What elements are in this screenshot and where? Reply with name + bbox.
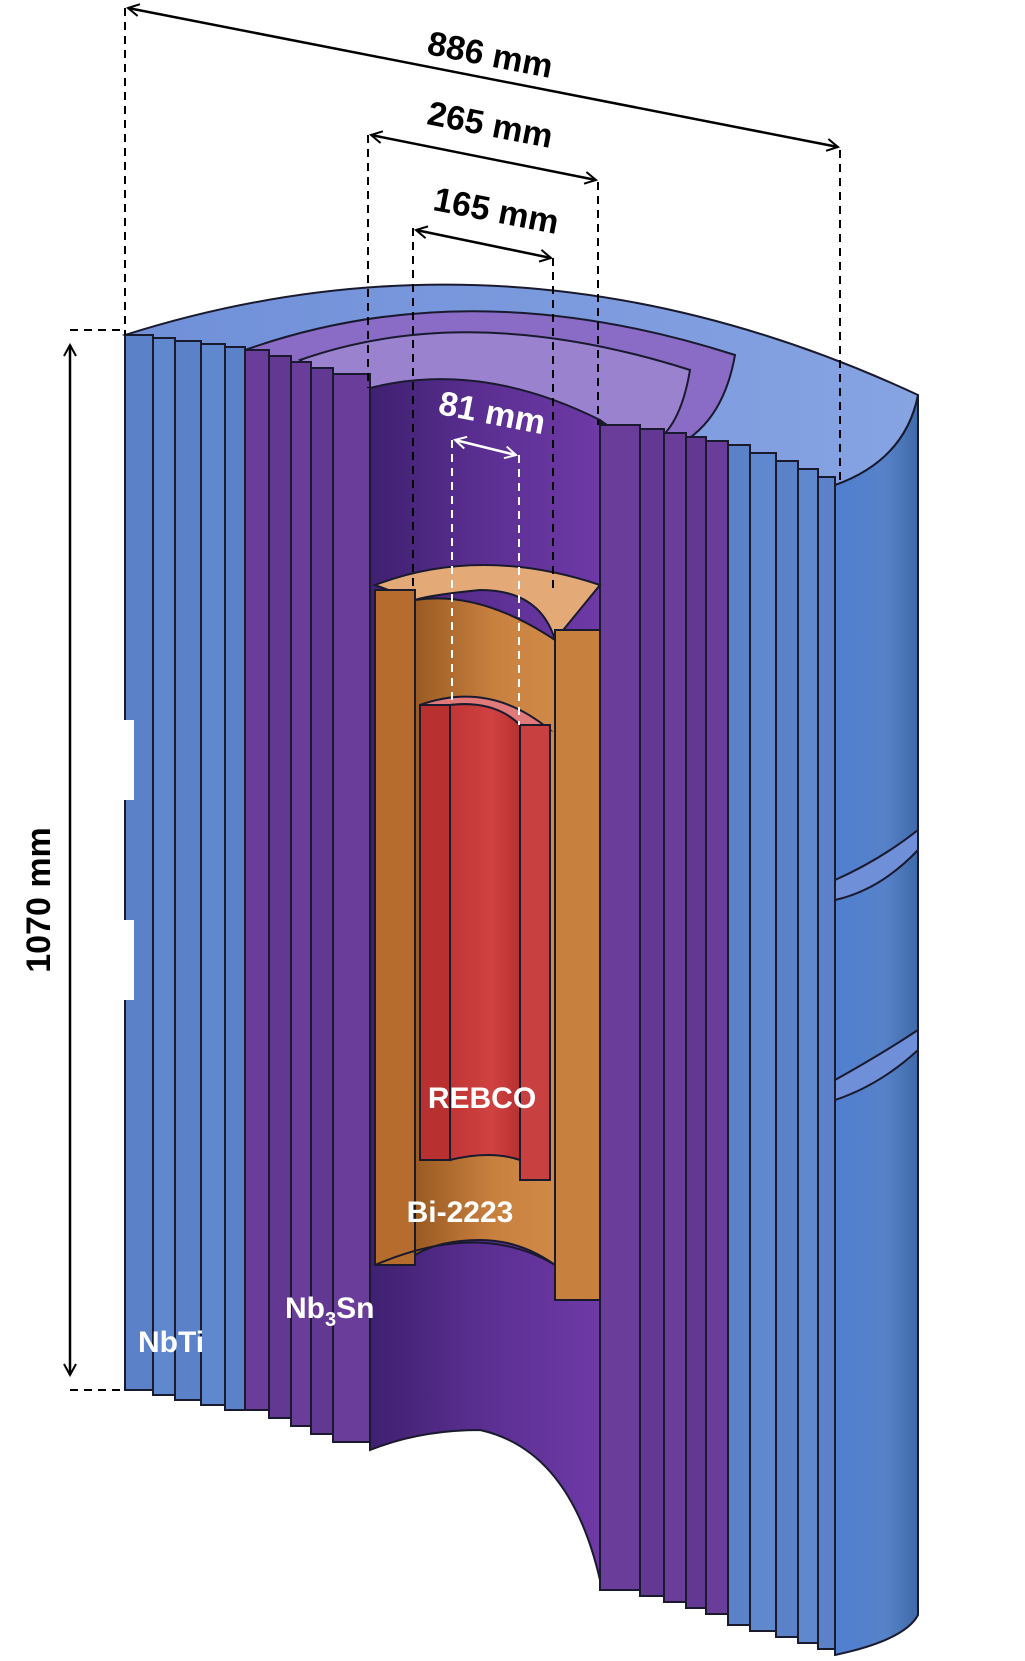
nb3sn-left-strip (310, 367, 334, 1435)
nb3sn-left-strip (268, 355, 292, 1419)
nb3sn-right-layers (599, 424, 729, 1615)
nb3sn-right-strip (685, 436, 707, 1609)
nb3sn-left-strip (332, 373, 371, 1443)
nbti-left-strip (200, 343, 226, 1406)
nbti-left-strip (224, 346, 246, 1411)
nbti-right-strip (775, 460, 799, 1638)
nb3sn-right-strip (639, 428, 665, 1597)
nbti-right-strip (749, 452, 777, 1632)
nbti-left-layers (122, 334, 246, 1411)
nb3sn-right-strip (599, 424, 641, 1591)
height-label: 1070 mm (20, 827, 58, 973)
nbti-right-strip (817, 476, 836, 1650)
nb3sn-left-strip (244, 349, 270, 1411)
nbti-right-strip (727, 444, 751, 1626)
nb3sn-label: Nb3Sn (285, 1292, 374, 1331)
nbti-right-strip (797, 468, 819, 1644)
nbti-left-strip (152, 337, 176, 1396)
nb3sn-suffix: Sn (336, 1292, 374, 1325)
outer-diameter-label: 886 mm (424, 24, 556, 85)
nb3sn-diameter-label: 265 mm (424, 94, 556, 155)
outer-nbti-shell (834, 394, 919, 1657)
nb3sn-right-strip (705, 440, 729, 1615)
nbti-left-strip (124, 334, 154, 1391)
nbti-notch (122, 720, 134, 800)
right-side-notches (834, 827, 919, 1102)
nb3sn-right-strip (663, 432, 687, 1603)
nb3sn-prefix: Nb (285, 1292, 325, 1325)
nbti-right-layers (727, 444, 836, 1650)
nbti-label: NbTi (138, 1326, 204, 1359)
nb3sn-left-layers (244, 349, 371, 1443)
rebco-label: REBCO (428, 1082, 536, 1115)
nb3sn-left-strip (290, 361, 312, 1427)
nbti-left-strip (174, 340, 202, 1401)
nb3sn-subscript: 3 (325, 1309, 336, 1331)
nbti-notch (122, 920, 134, 1000)
bi2223-diameter-label: 165 mm (430, 180, 562, 241)
rebco-insert (419, 695, 554, 1181)
bi2223-label: Bi-2223 (407, 1196, 514, 1229)
dimension-lines (70, 8, 841, 1391)
